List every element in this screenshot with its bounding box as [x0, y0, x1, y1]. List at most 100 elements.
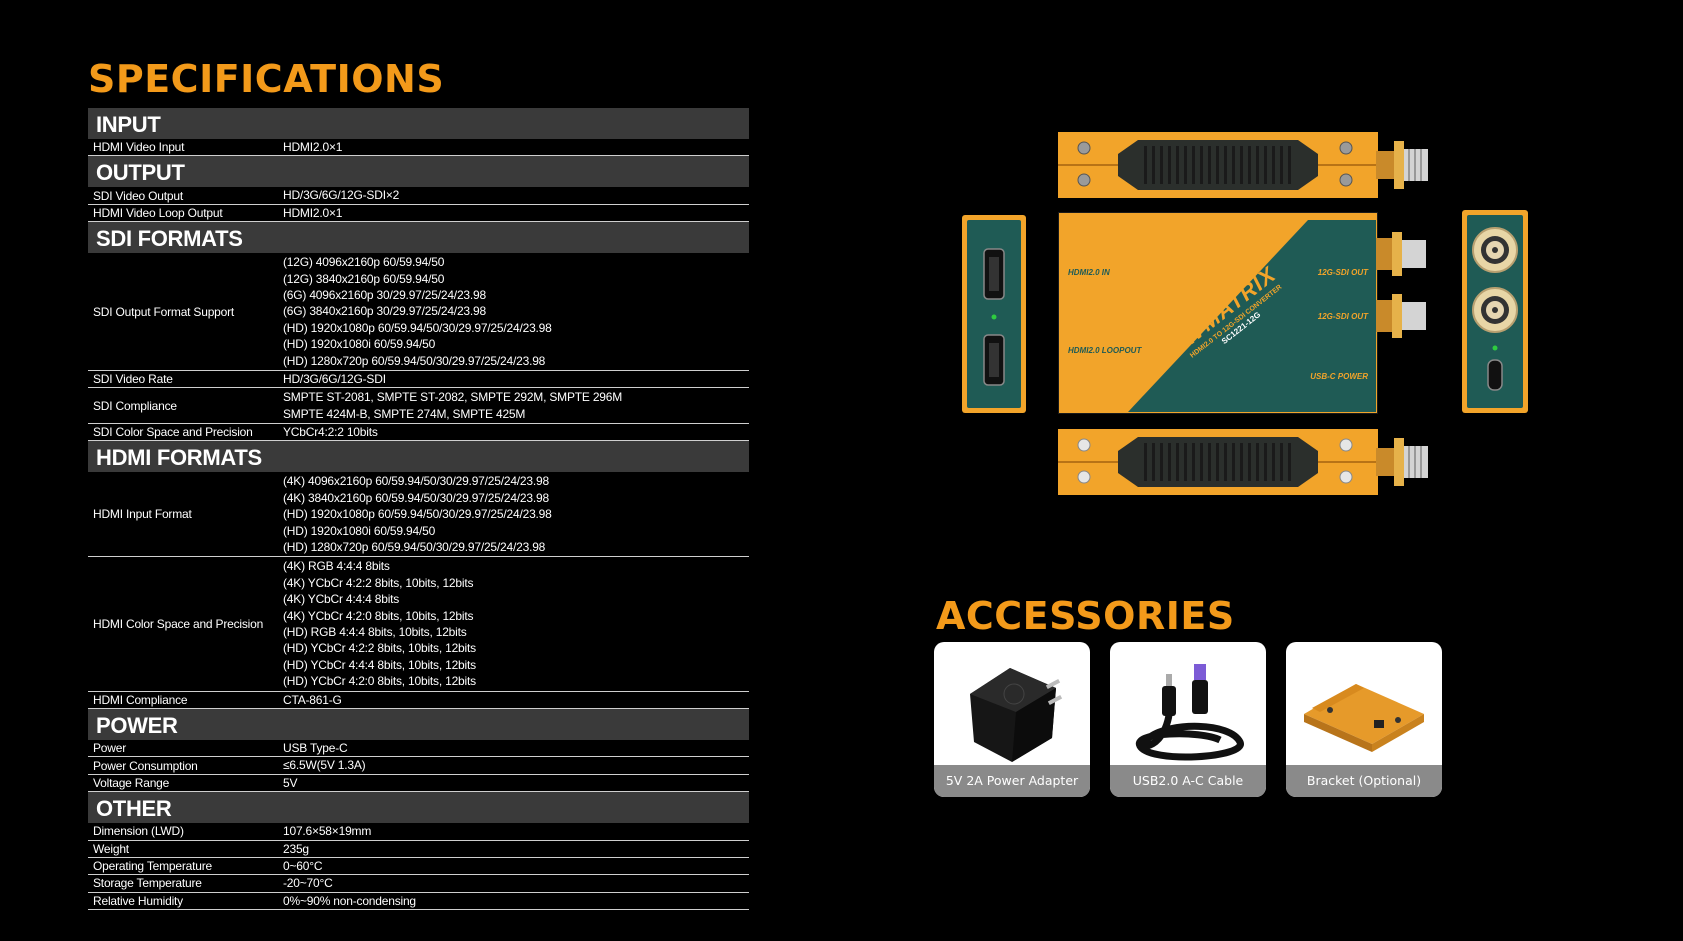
device-top-view [1058, 132, 1378, 198]
spec-values: (12G) 4096x2160p 60/59.94/50(12G) 3840x2… [283, 253, 749, 370]
spec-values: ≤6.5W(5V 1.3A) [283, 757, 749, 773]
spec-values: 107.6×58×19mm [283, 823, 749, 839]
spec-value: SMPTE ST-2081, SMPTE ST-2082, SMPTE 292M… [283, 390, 623, 405]
bnc-connector-icon [1376, 438, 1428, 486]
spec-label: SDI Compliance [93, 398, 177, 413]
spec-values: 0~60°C [283, 858, 749, 874]
spec-values: HD/3G/6G/12G-SDI×2 [283, 187, 749, 203]
section-header: OUTPUT [88, 156, 749, 188]
hdmi-loopout-label: HDMI2.0 LOOPOUT [1068, 346, 1142, 355]
accessory-label: USB2.0 A-C Cable [1110, 765, 1266, 797]
spec-row: SDI Video Output HD/3G/6G/12G-SDI×2 [88, 187, 749, 205]
spec-values: 5V [283, 775, 749, 791]
spec-row: Operating Temperature 0~60°C [88, 858, 749, 876]
bnc-port-icon [1472, 227, 1518, 273]
spec-values: (4K) RGB 4:4:4 8bits(4K) YCbCr 4:2:2 8bi… [283, 557, 749, 690]
spec-values: (4K) 4096x2160p 60/59.94/50/30/29.97/25/… [283, 472, 749, 556]
device-front-view: HDMI2.0 IN HDMI2.0 LOOPOUT 12G-SDI OUT 1… [1058, 212, 1378, 414]
section-header: SDI FORMATS [88, 222, 749, 254]
spec-values: HD/3G/6G/12G-SDI [283, 371, 749, 387]
usb-c-port-icon [1487, 359, 1503, 391]
spec-value: (HD) YCbCr 4:2:2 8bits, 10bits, 12bits [283, 641, 476, 656]
spec-values: 235g [283, 841, 749, 857]
bracket-icon [1304, 684, 1424, 752]
spec-row: Dimension (LWD) 107.6×58×19mm [88, 823, 749, 841]
power-adapter-icon [970, 668, 1063, 762]
spec-label: HDMI Compliance [93, 692, 188, 707]
spec-value: 0%~90% non-condensing [283, 893, 416, 908]
spec-value: 235g [283, 841, 309, 856]
spec-value: (HD) YCbCr 4:4:4 8bits, 10bits, 12bits [283, 657, 476, 672]
spec-value: HDMI2.0×1 [283, 140, 343, 154]
spec-value: (4K) 3840x2160p 60/59.94/50/30/29.97/25/… [283, 490, 549, 505]
spec-row: HDMI Input Format(4K) 4096x2160p 60/59.9… [88, 472, 749, 558]
device-right-view [1462, 210, 1528, 413]
section-header: POWER [88, 708, 749, 740]
spec-value: SMPTE 424M-B, SMPTE 274M, SMPTE 425M [283, 406, 526, 421]
spec-values: CTA-861-G [283, 692, 749, 708]
spec-value: (4K) YCbCr 4:4:4 8bits [283, 592, 400, 607]
spec-value: (HD) 1280x720p 60/59.94/50/30/29.97/25/2… [283, 540, 546, 555]
spec-label: SDI Output Format Support [93, 304, 235, 319]
sdi-bnc-connectors [1376, 232, 1426, 338]
spec-value: HD/3G/6G/12G-SDI [283, 371, 386, 386]
spec-label: SDI Video Rate [93, 372, 173, 387]
usb-cable-icon [1136, 664, 1244, 761]
sdi-out-1-label: 12G-SDI OUT [1317, 268, 1368, 277]
section-header: OTHER [88, 792, 749, 824]
spec-label: Operating Temperature [93, 859, 212, 874]
spec-value: (6G) 3840x2160p 30/29.97/25/24/23.98 [283, 304, 486, 319]
spec-label: SDI Color Space and Precision [93, 425, 253, 440]
accessory-card-power-adapter: 5V 2A Power Adapter [934, 642, 1090, 797]
spec-values: HDMI2.0×1 [283, 205, 749, 221]
spec-row: Voltage Range 5V [88, 775, 749, 793]
spec-value: HDMI2.0×1 [283, 205, 343, 220]
spec-value: YCbCr4:2:2 10bits [283, 425, 378, 440]
bnc-connector-icon [1376, 141, 1428, 189]
section-header: HDMI FORMATS [88, 441, 749, 473]
accessory-label: Bracket (Optional) [1286, 765, 1442, 797]
spec-row: HDMI Video Input HDMI2.0×1 [88, 139, 749, 157]
spec-values: 0%~90% non-condensing [283, 893, 749, 909]
spec-label: HDMI Color Space and Precision [93, 616, 264, 631]
spec-value: (4K) RGB 4:4:4 8bits [283, 559, 390, 574]
spec-label: SDI Video Output [93, 188, 183, 203]
spec-value: (12G) 3840x2160p 60/59.94/50 [283, 271, 445, 286]
accessory-card-usb-cable: USB2.0 A-C Cable [1110, 642, 1266, 797]
hdmi-loop-port-icon [983, 334, 1005, 386]
spec-row: SDI Video Rate HD/3G/6G/12G-SDI [88, 371, 749, 389]
spec-value: (12G) 4096x2160p 60/59.94/50 [283, 255, 445, 270]
sdi-out-2-label: 12G-SDI OUT [1317, 312, 1368, 321]
usb-power-label: USB-C POWER [1310, 372, 1368, 381]
spec-values: USB Type-C [283, 740, 749, 756]
spec-value: 5V [283, 775, 298, 790]
bnc-port-icon [1472, 287, 1518, 333]
spec-values: YCbCr4:2:2 10bits [283, 424, 749, 440]
spec-row: SDI Compliance SMPTE ST-2081, SMPTE ST-20… [88, 388, 749, 425]
specifications-title: SPECIFICATIONS [88, 57, 445, 101]
section-header: INPUT [88, 108, 749, 139]
spec-label: HDMI Video Input [93, 140, 185, 155]
spec-label: Dimension (LWD) [93, 824, 184, 839]
hdmi-port-icon [983, 248, 1005, 300]
device-bottom-view [1058, 429, 1378, 495]
spec-label: Storage Temperature [93, 876, 202, 891]
spec-value: (HD) 1280x720p 60/59.94/50/30/29.97/25/2… [283, 353, 546, 368]
device-left-view [962, 215, 1026, 413]
spec-value: (4K) YCbCr 4:2:0 8bits, 10bits, 12bits [283, 608, 474, 623]
spec-row: HDMI Compliance CTA-861-G [88, 692, 749, 709]
spec-values: HDMI2.0×1 [283, 139, 749, 155]
spec-label: Weight [93, 841, 129, 856]
spec-row: Storage Temperature-20~70°C [88, 875, 749, 893]
spec-label: Power Consumption [93, 758, 198, 773]
spec-value: CTA-861-G [283, 692, 342, 707]
spec-value: 107.6×58×19mm [283, 824, 372, 839]
spec-row: SDI Output Format Support (12G) 4096x2160… [88, 253, 749, 371]
spec-value: (4K) 4096x2160p 60/59.94/50/30/29.97/25/… [283, 474, 549, 489]
spec-value: ≤6.5W(5V 1.3A) [283, 758, 366, 773]
spec-label: Voltage Range [93, 775, 170, 790]
